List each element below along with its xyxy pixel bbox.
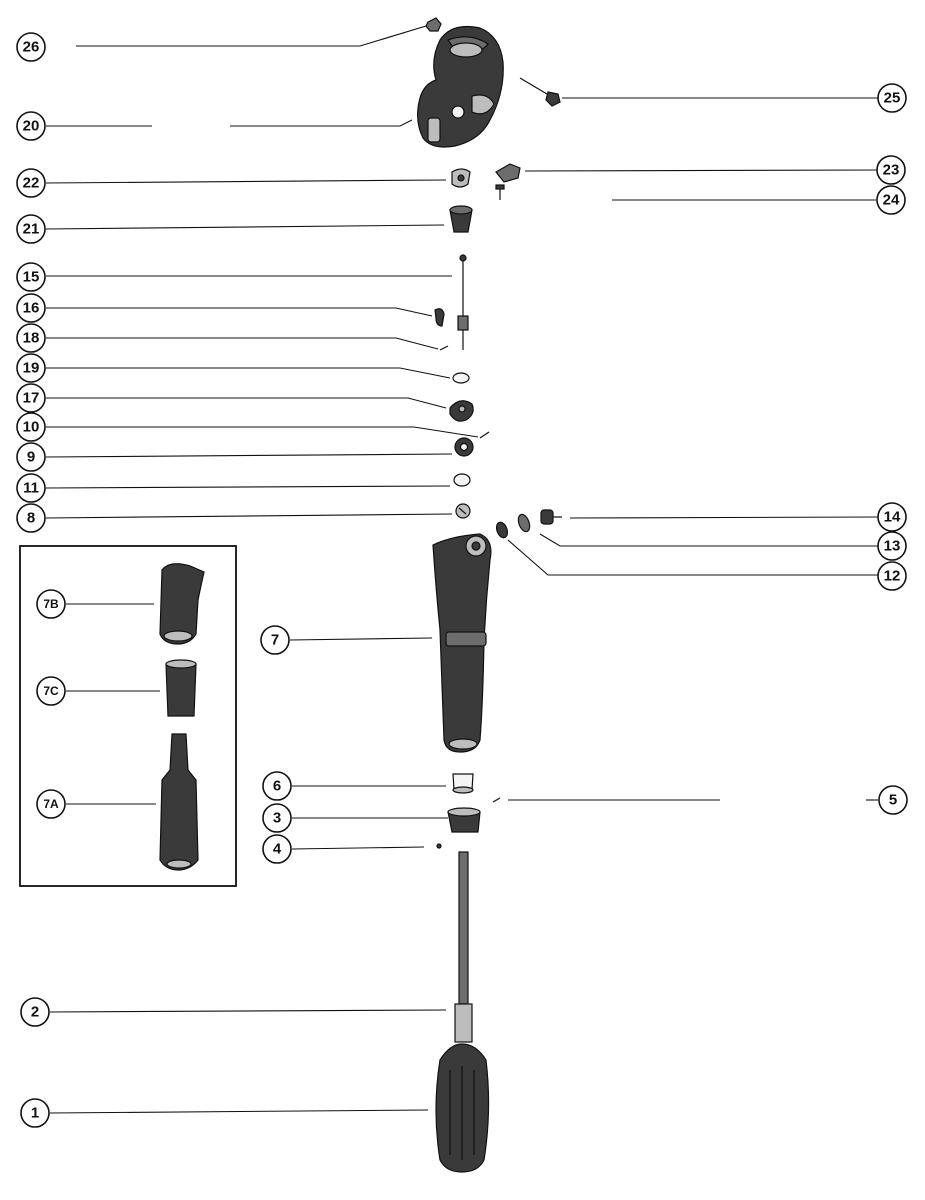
part-16-clip — [434, 308, 445, 327]
callout-7c: 7C — [36, 676, 66, 706]
callout-13: 13 — [877, 531, 907, 561]
svg-text:5: 5 — [889, 792, 897, 809]
callout-8: 8 — [16, 503, 46, 533]
part-15-rod — [457, 254, 469, 350]
callout-23: 23 — [876, 155, 906, 185]
part-4-screw — [436, 843, 442, 849]
callout-26: 26 — [16, 32, 46, 62]
svg-text:15: 15 — [23, 269, 40, 286]
svg-text:21: 21 — [23, 221, 40, 238]
svg-text:10: 10 — [23, 419, 40, 436]
svg-text:26: 26 — [23, 39, 40, 56]
callout-6: 6 — [262, 771, 292, 801]
callout-7b: 7B — [36, 589, 66, 619]
part-26-nut — [425, 17, 442, 32]
part-18-pin — [439, 345, 449, 351]
part-7a-lower-arm — [159, 733, 199, 871]
callout-9: 9 — [16, 442, 46, 472]
callout-19: 19 — [16, 353, 46, 383]
svg-text:22: 22 — [23, 175, 40, 192]
callout-21: 21 — [16, 214, 46, 244]
part-20-housing — [417, 25, 504, 148]
part-8-ball — [455, 503, 471, 519]
svg-text:11: 11 — [23, 480, 39, 497]
svg-text:16: 16 — [23, 300, 40, 317]
part-3-nut — [447, 807, 481, 833]
part-7-tiller-arm — [432, 533, 492, 753]
svg-text:8: 8 — [27, 510, 35, 527]
callout-16: 16 — [16, 293, 46, 323]
svg-text:9: 9 — [27, 449, 35, 466]
callout-22: 22 — [16, 168, 46, 198]
svg-text:7A: 7A — [43, 797, 59, 811]
part-5-pin — [492, 797, 501, 803]
callout-20: 20 — [16, 111, 46, 141]
part-6-bushing — [452, 773, 474, 794]
callout-4: 4 — [262, 834, 292, 864]
leader-lines — [45, 25, 879, 1114]
part-13-washer — [517, 513, 531, 533]
svg-text:12: 12 — [884, 568, 901, 585]
svg-text:18: 18 — [23, 330, 40, 347]
callout-24: 24 — [876, 185, 906, 215]
callout-3: 3 — [262, 803, 292, 833]
callout-2: 2 — [20, 997, 50, 1027]
callout-11: 11 — [16, 473, 46, 503]
part-1-grip — [435, 1043, 490, 1173]
svg-text:4: 4 — [273, 841, 282, 858]
svg-text:23: 23 — [883, 162, 900, 179]
part-22-bushing — [451, 168, 471, 188]
svg-text:13: 13 — [884, 538, 901, 555]
part-12-washer — [495, 521, 509, 539]
inset-box — [19, 545, 237, 887]
callout-17: 17 — [16, 383, 46, 413]
part-7b-upper-arm — [159, 563, 205, 645]
part-7c-sleeve — [165, 659, 197, 717]
callout-5: 5 — [878, 785, 908, 815]
part-19-washer — [452, 372, 470, 384]
svg-text:20: 20 — [23, 118, 40, 135]
callout-1: 1 — [20, 1098, 50, 1128]
part-2-shaft — [454, 851, 473, 1043]
callout-10: 10 — [16, 412, 46, 442]
svg-text:19: 19 — [23, 360, 40, 377]
part-9-gear — [454, 437, 474, 457]
callout-12: 12 — [877, 561, 907, 591]
part-23-fitting — [495, 163, 521, 183]
svg-text:24: 24 — [883, 192, 900, 209]
part-24-screw — [495, 184, 505, 200]
callout-25: 25 — [877, 83, 907, 113]
part-21-spacer — [449, 205, 473, 233]
svg-text:1: 1 — [31, 1105, 39, 1122]
svg-text:17: 17 — [23, 390, 40, 407]
part-25-bolt — [519, 77, 561, 107]
callout-7a: 7A — [36, 789, 66, 819]
part-11-ring — [453, 473, 471, 487]
callout-15: 15 — [16, 262, 46, 292]
svg-text:7C: 7C — [43, 684, 59, 698]
callout-7: 7 — [260, 625, 290, 655]
svg-text:7: 7 — [271, 632, 279, 649]
part-10-pin — [479, 431, 490, 439]
svg-text:14: 14 — [884, 509, 901, 526]
svg-text:25: 25 — [884, 90, 901, 107]
svg-text:3: 3 — [273, 810, 281, 827]
callout-18: 18 — [16, 323, 46, 353]
svg-text:2: 2 — [31, 1004, 39, 1021]
svg-text:6: 6 — [273, 778, 281, 795]
callout-14: 14 — [877, 502, 907, 532]
part-14-screw — [540, 509, 562, 525]
part-17-cam — [449, 400, 474, 422]
svg-text:7B: 7B — [43, 597, 59, 611]
